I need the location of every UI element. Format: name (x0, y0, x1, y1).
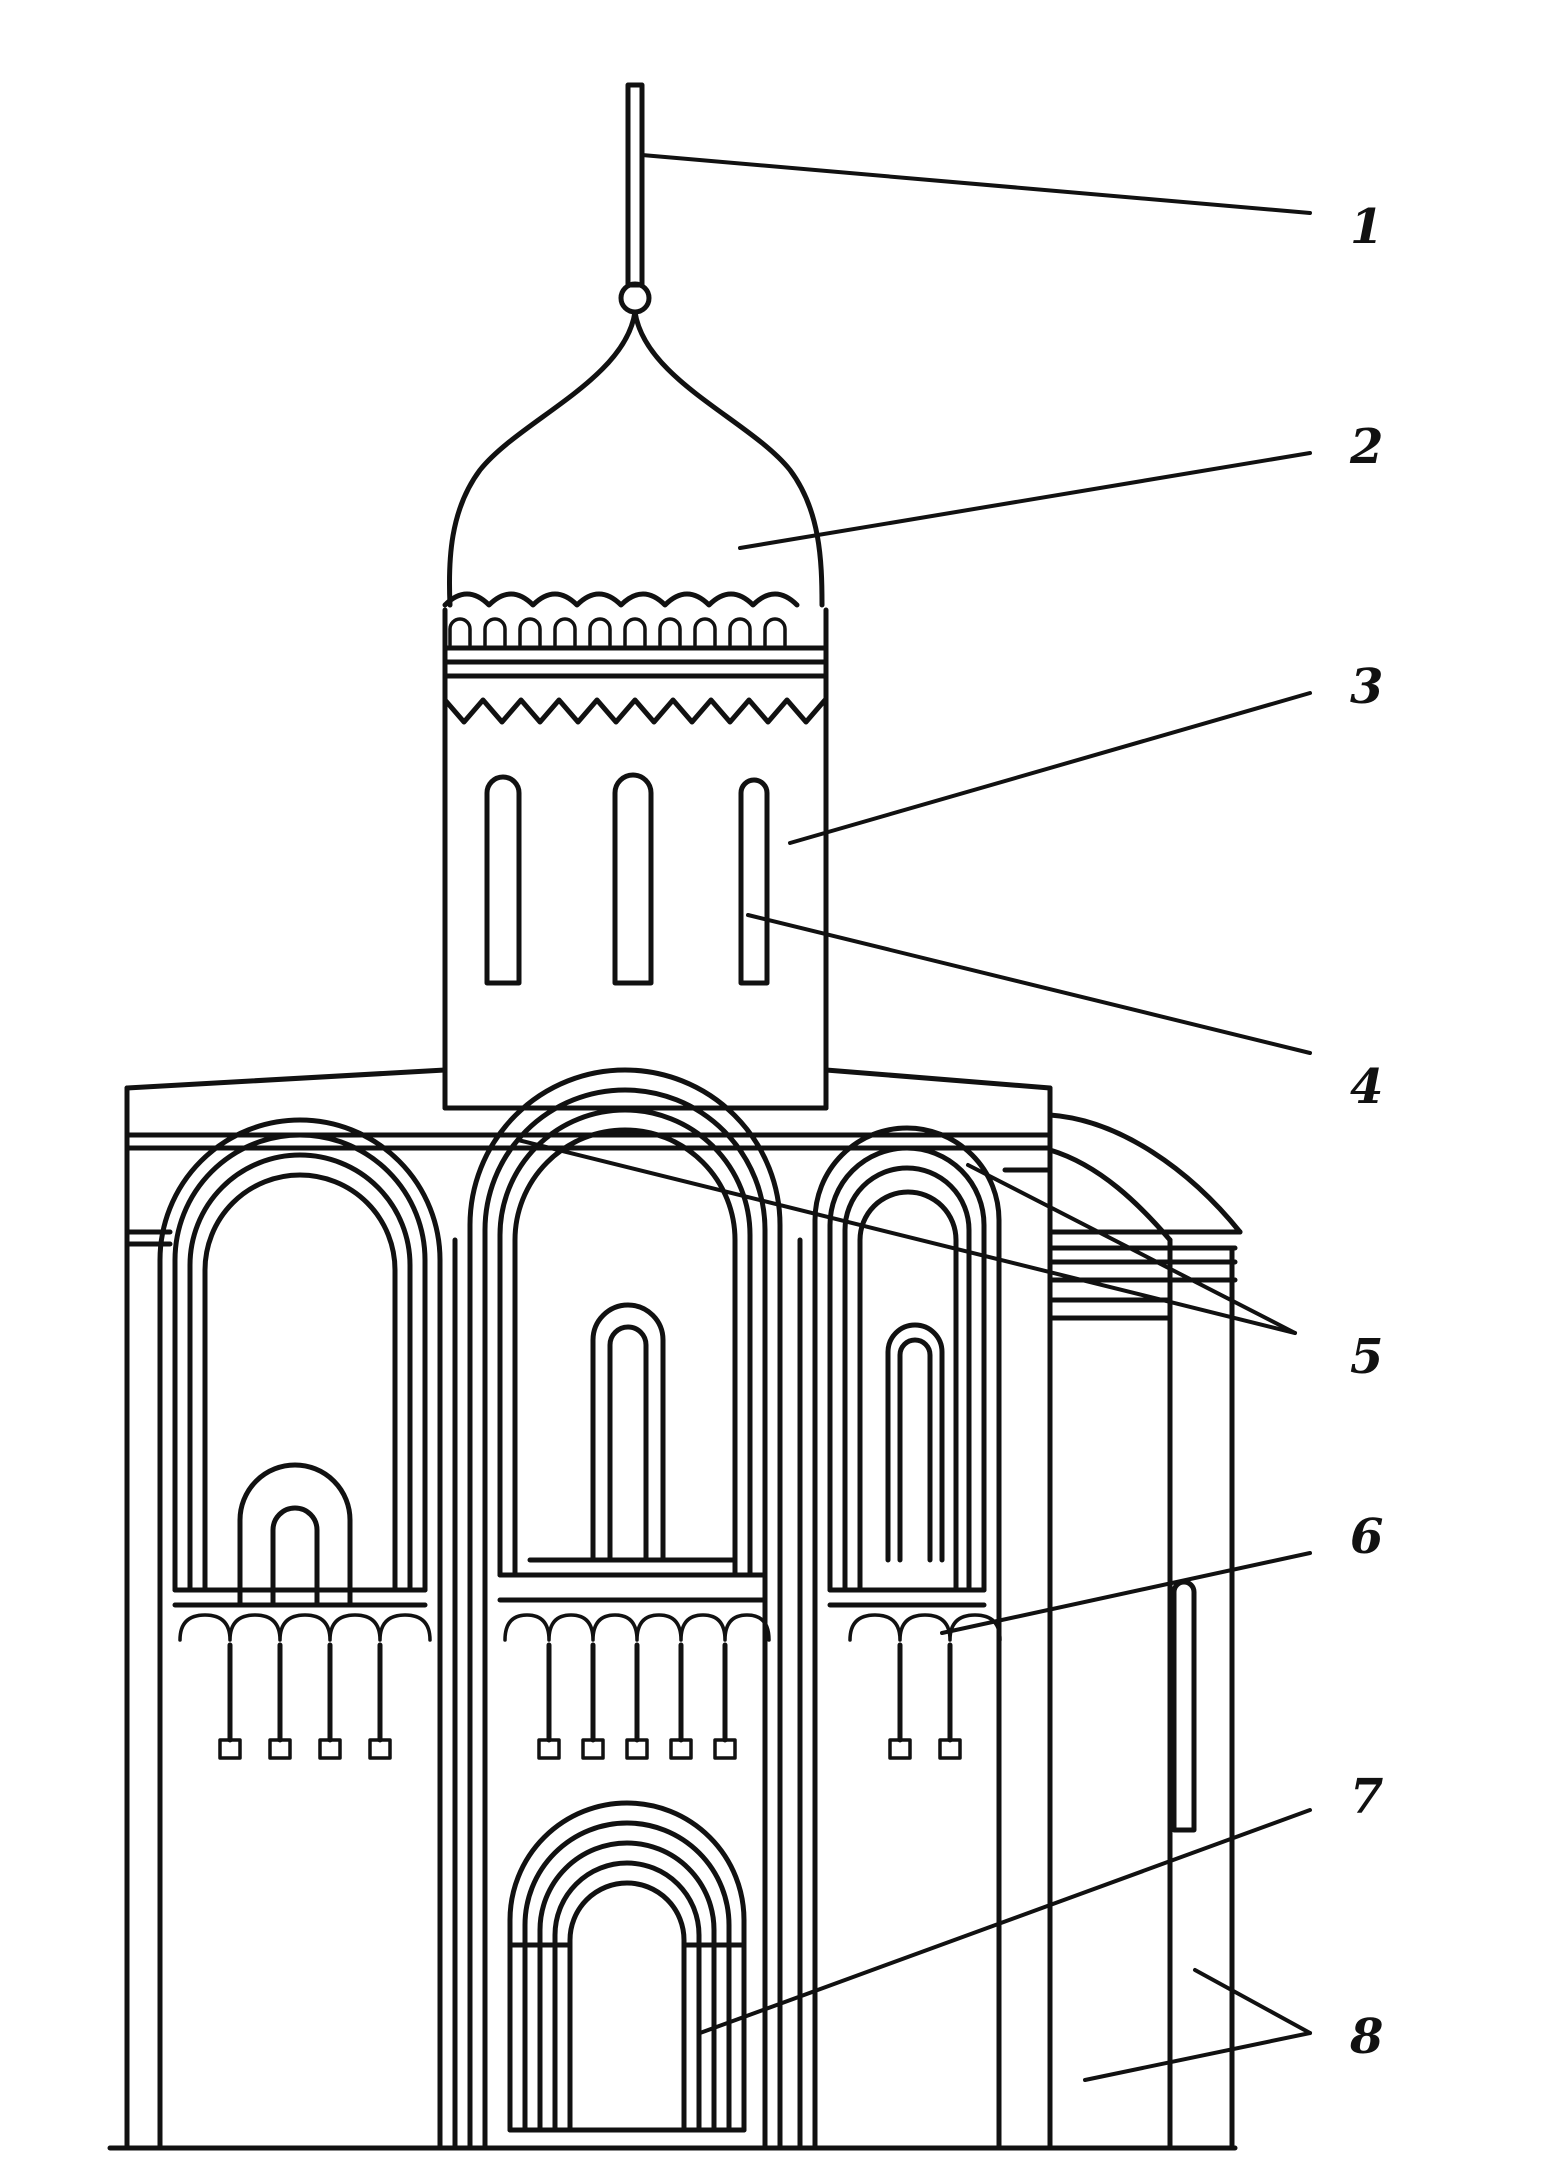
facade-arches (157, 1067, 1002, 2151)
callout-4: 4 (1350, 1059, 1383, 1115)
leader-7 (698, 1808, 1312, 2035)
spire-cross (618, 82, 652, 315)
leader-lines (516, 153, 1312, 2082)
dome-cornice-arcade (448, 617, 787, 647)
callout-5: 5 (1350, 1329, 1383, 1385)
callout-3: 3 (1350, 659, 1383, 715)
leader-6 (940, 1551, 1312, 1635)
leader-4 (746, 913, 1312, 1055)
callout-1: 1 (1350, 199, 1383, 255)
left-arcade-columns (218, 1642, 392, 1760)
leader-8a (1083, 2031, 1312, 2082)
leader-5a (516, 1138, 1297, 1335)
leader-8b (1193, 1968, 1312, 2035)
upper-windows (237, 1302, 945, 1608)
right-arcade-columns (888, 1642, 962, 1760)
arcade-belt (172, 1572, 1002, 1760)
center-arcade-columns (537, 1642, 737, 1760)
leader-3 (788, 691, 1312, 845)
drum (442, 607, 829, 1111)
onion-dome (442, 309, 825, 647)
leader-2 (738, 451, 1312, 550)
perspective-portal (507, 1800, 747, 2133)
leader-1 (640, 153, 1312, 215)
callout-2: 2 (1349, 419, 1383, 475)
side-annex (1047, 1112, 1243, 2151)
callout-6: 6 (1350, 1509, 1383, 1565)
callout-8: 8 (1349, 2009, 1383, 2065)
leader-5b (966, 1163, 1297, 1335)
drum-windows (484, 772, 770, 986)
callout-labels: 1 2 3 4 5 6 7 8 (1349, 199, 1383, 2065)
callout-7: 7 (1350, 1769, 1383, 1825)
